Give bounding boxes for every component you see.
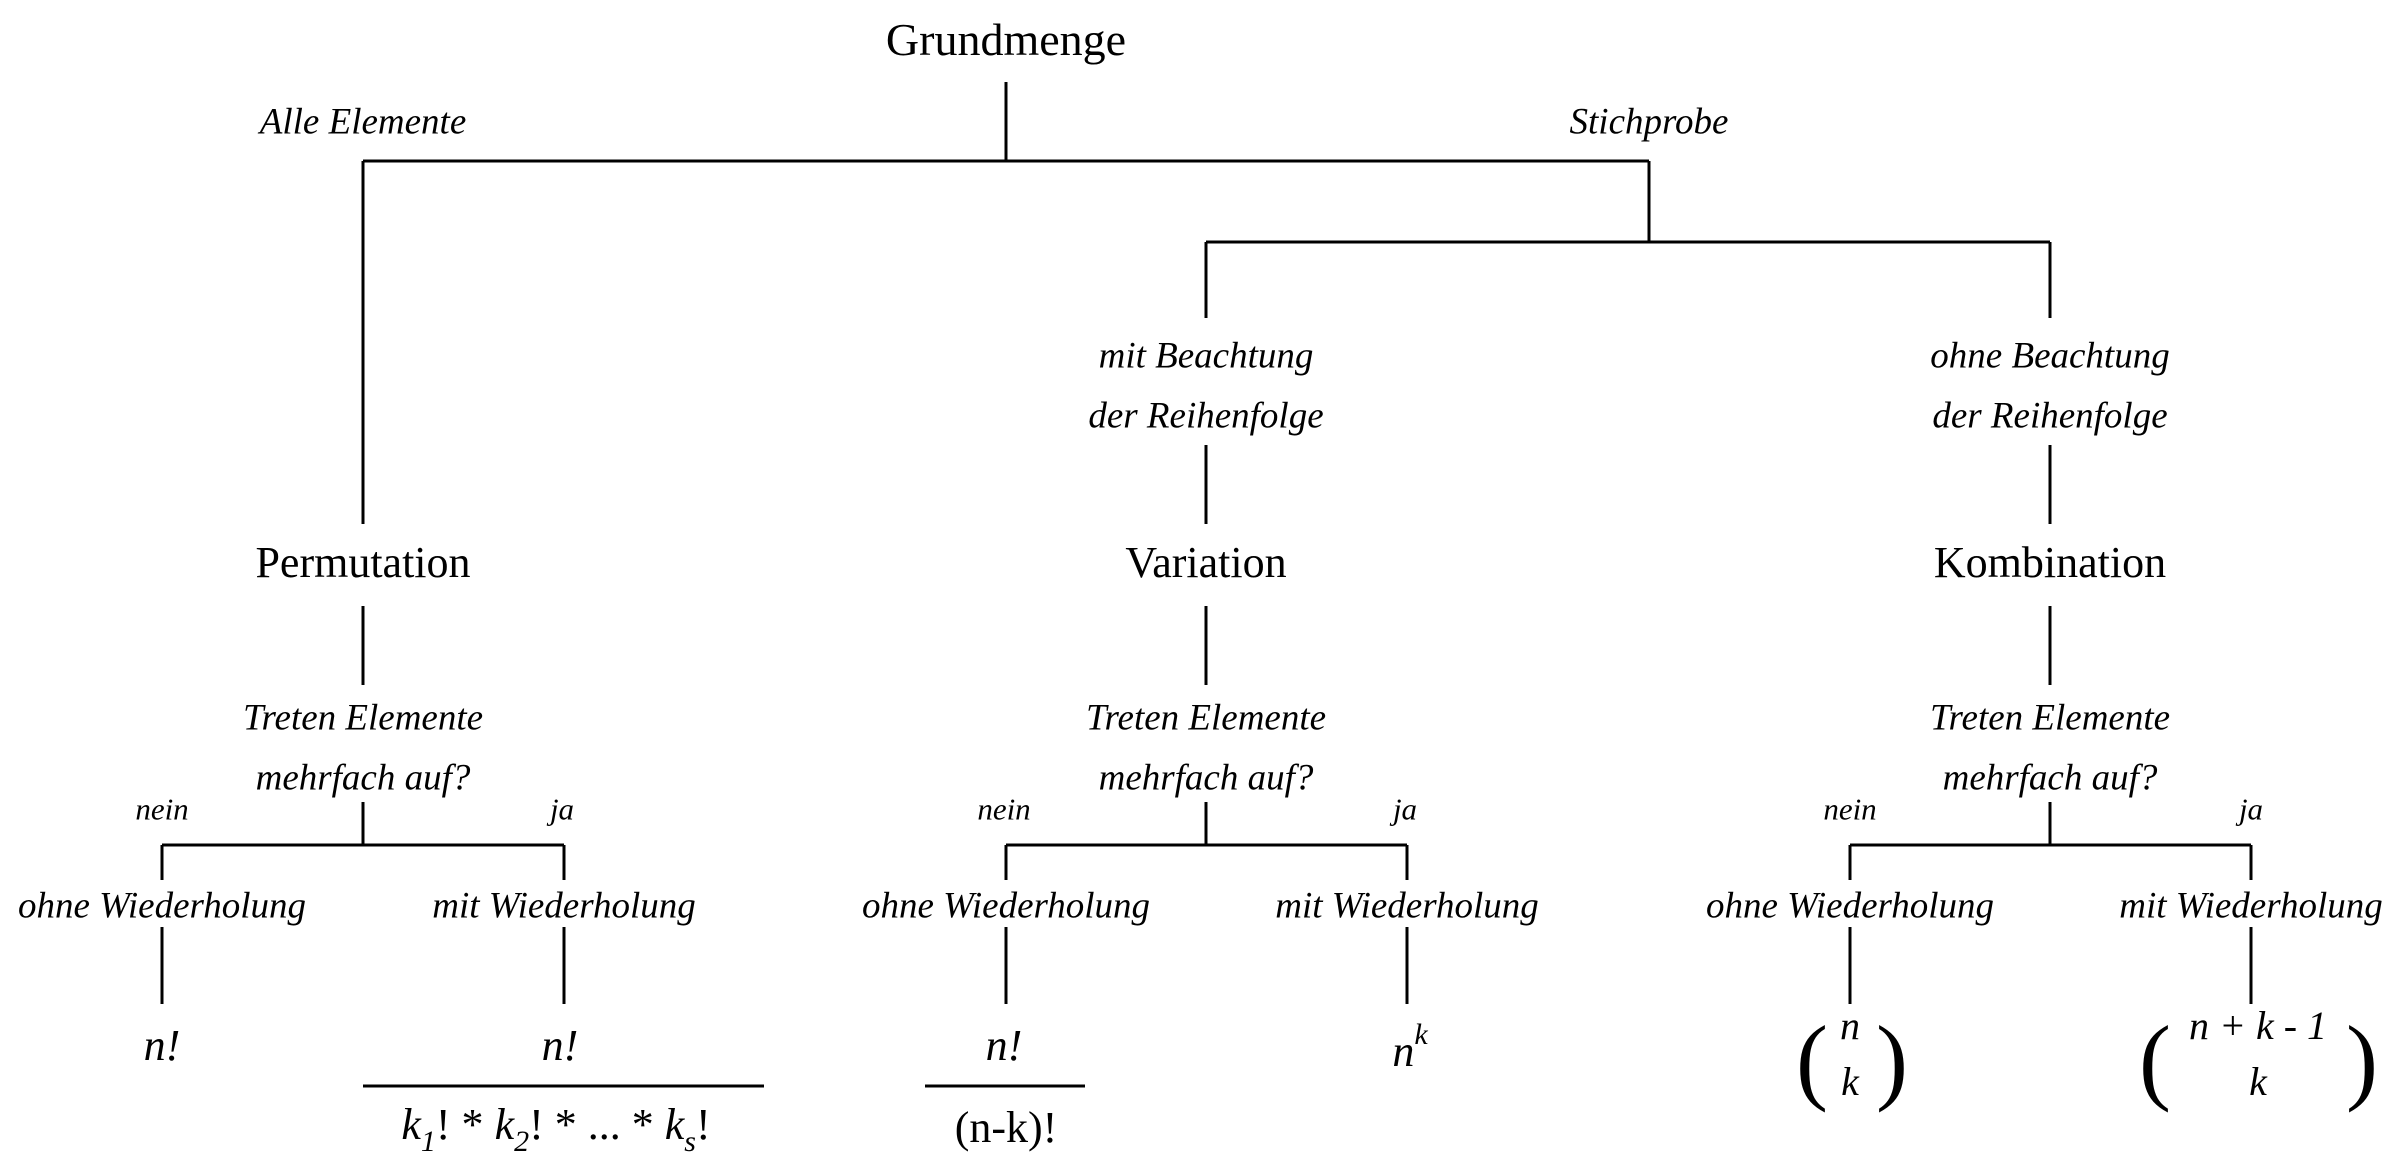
branch-label-mit-beachtung-line1: mit Beachtung (1098, 335, 1314, 377)
formula-permutation-mit-wiederholung-denominator: k1! * k2! * ... * ks! (401, 1100, 711, 1158)
formula-permutation-ohne-wiederholung: n! (143, 1021, 181, 1070)
binomial-open-paren: ( (1796, 1006, 1828, 1113)
answer-nein-kombination: nein (1823, 791, 1877, 827)
node-variation: Variation (1125, 538, 1287, 587)
formula-variation-mit-wiederholung: nk (1392, 1018, 1428, 1076)
question-permutation-line1: Treten Elemente (242, 697, 484, 739)
question-variation-line2: mehrfach auf? (1098, 757, 1314, 799)
root-label-grundmenge: Grundmenge (885, 14, 1127, 65)
formula-kombination-ohne-wiederholung-top: n (1840, 1003, 1860, 1048)
branch-label-ohne-beachtung-line2: der Reihenfolge (1932, 395, 2168, 437)
formula-kombination-mit-wiederholung-top: n + k - 1 (2188, 1003, 2328, 1048)
case-mit-wiederholung-permutation: mit Wiederholung (432, 885, 696, 927)
case-mit-wiederholung-variation: mit Wiederholung (1275, 885, 1539, 927)
formula-variation-ohne-wiederholung-denominator: (n-k)! (954, 1103, 1058, 1152)
formula-kombination-ohne-wiederholung-bottom: k (1841, 1059, 1859, 1104)
case-ohne-wiederholung-permutation: ohne Wiederholung (17, 885, 307, 927)
answer-nein-permutation: nein (135, 791, 189, 827)
question-kombination-line2: mehrfach auf? (1942, 757, 2158, 799)
formula-permutation-mit-wiederholung-numerator: n! (541, 1021, 579, 1070)
question-variation-line1: Treten Elemente (1085, 697, 1327, 739)
node-permutation: Permutation (255, 538, 471, 587)
answer-nein-variation: nein (977, 791, 1031, 827)
answer-ja-variation: ja (1392, 791, 1418, 827)
case-ohne-wiederholung-variation: ohne Wiederholung (861, 885, 1151, 927)
case-ohne-wiederholung-kombination: ohne Wiederholung (1705, 885, 1995, 927)
binomial-close-paren: ) (1876, 1006, 1908, 1113)
question-permutation-line2: mehrfach auf? (255, 757, 471, 799)
branch-label-stichprobe: Stichprobe (1569, 101, 1729, 143)
formula-variation-ohne-wiederholung-numerator: n! (985, 1021, 1023, 1070)
branch-label-alle-elemente: Alle Elemente (259, 101, 467, 143)
answer-ja-permutation: ja (549, 791, 575, 827)
case-mit-wiederholung-kombination: mit Wiederholung (2119, 885, 2383, 927)
question-kombination-line1: Treten Elemente (1929, 697, 2171, 739)
binomial-open-paren: ( (2139, 1006, 2171, 1113)
branch-label-ohne-beachtung-line1: ohne Beachtung (1930, 335, 2170, 377)
binomial-close-paren: ) (2346, 1006, 2378, 1113)
node-kombination: Kombination (1933, 538, 2167, 587)
formula-kombination-mit-wiederholung-bottom: k (2249, 1059, 2267, 1104)
branch-label-mit-beachtung-line2: der Reihenfolge (1088, 395, 1324, 437)
answer-ja-kombination: ja (2238, 791, 2264, 827)
